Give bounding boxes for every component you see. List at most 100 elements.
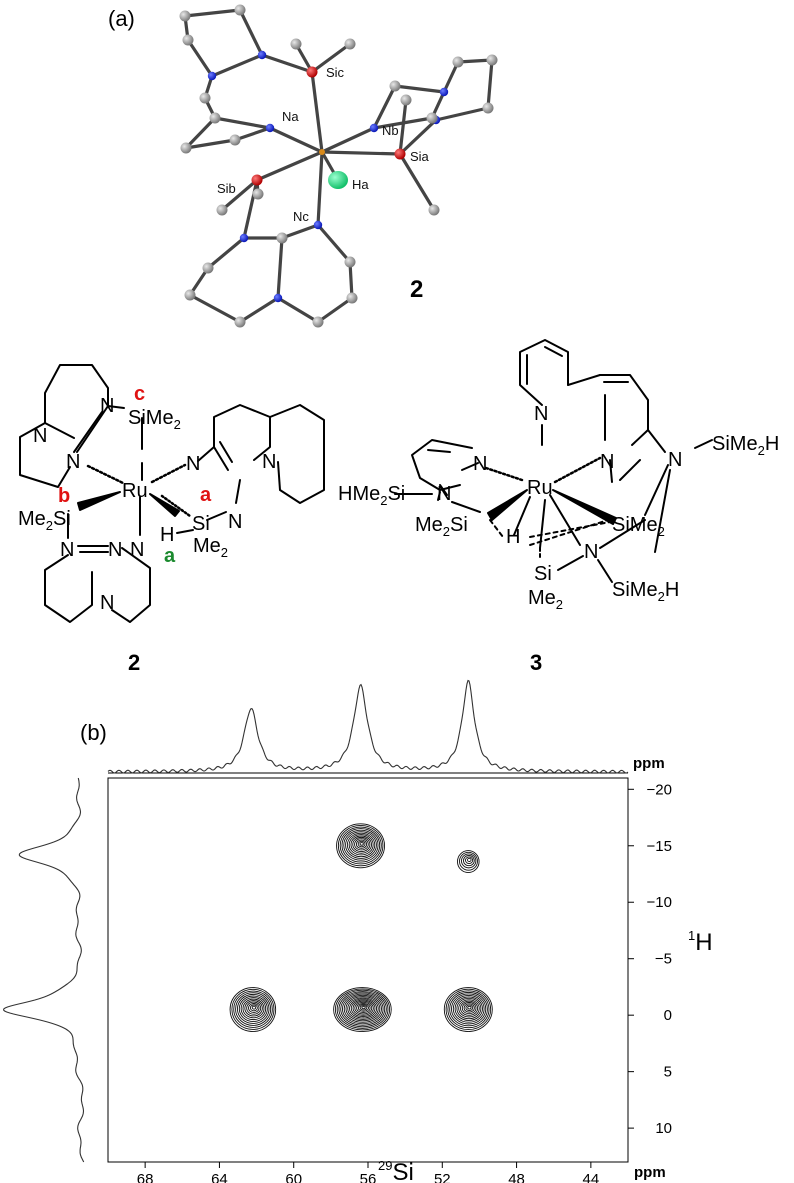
s2-site-a-h: a <box>164 545 176 567</box>
contour-line <box>355 839 368 849</box>
atom-label-nc: Nc <box>293 209 309 224</box>
contour-line <box>235 992 272 1026</box>
crystal-bond-38 <box>372 116 434 130</box>
contour-line <box>451 993 487 1025</box>
contour-line <box>465 1004 474 1012</box>
contour-line <box>238 995 268 1022</box>
contour-line <box>461 1002 477 1015</box>
compound-number-3: 3 <box>530 650 542 675</box>
atom-na <box>265 123 275 133</box>
atom-n2 <box>207 71 217 81</box>
s2-n-5: N <box>262 451 276 473</box>
atom-n3 <box>439 87 449 97</box>
atom-nb <box>369 123 379 133</box>
s3-n-bottom: N <box>584 541 598 563</box>
panel-a-label: (a) <box>108 6 135 31</box>
atom-c20 <box>400 94 412 106</box>
atom-label-sib: Sib <box>217 181 236 196</box>
y-tick-label: 0 <box>664 1007 672 1024</box>
atom-c8 <box>290 38 302 50</box>
contour-line <box>458 999 480 1018</box>
structure-3 <box>394 339 713 583</box>
crystal-bond-37 <box>398 118 438 156</box>
s2-n-4: N <box>186 453 200 475</box>
s2-h-a: H <box>160 524 174 546</box>
contour-line <box>454 996 483 1021</box>
s2-site-a-si: a <box>200 484 212 506</box>
s2-n-10: N <box>100 592 114 614</box>
x-axis-label: 29Si <box>378 1158 414 1183</box>
cross-peaks <box>229 823 493 1032</box>
atom-c2 <box>234 4 246 16</box>
cross-peak-2 <box>457 850 480 874</box>
contour-line <box>465 856 474 864</box>
contour-line <box>461 853 477 869</box>
crystal-bond-3 <box>268 126 324 154</box>
x-tick-label: 44 <box>583 1171 600 1183</box>
crystal-bond-36 <box>398 98 408 156</box>
s3-sime2-right: SiMe2 <box>612 514 665 539</box>
contour-line <box>456 997 482 1020</box>
s3-ru: Ru <box>527 477 553 499</box>
contour-line <box>452 994 485 1023</box>
contour-line <box>357 1004 369 1012</box>
atom-sib <box>251 174 263 186</box>
contour-line <box>359 1005 368 1011</box>
crystal-bond-0 <box>310 70 324 154</box>
s3-sime2h-top: SiMe2H <box>712 433 779 458</box>
atom-c14 <box>234 316 246 328</box>
s3-n-right: N <box>668 449 682 471</box>
atom-c10 <box>252 188 264 200</box>
atom-c18 <box>276 232 288 244</box>
contour-line <box>352 1000 374 1016</box>
y-tick-label: −10 <box>647 894 672 911</box>
y-tick-label: −15 <box>647 838 672 855</box>
atom-ha <box>328 171 348 189</box>
cross-peak-5 <box>443 987 493 1032</box>
crystal-bond-40 <box>442 60 460 94</box>
atom-n6 <box>273 293 283 303</box>
contour-line <box>350 835 372 854</box>
contour-line <box>248 1003 260 1013</box>
s2-ru: Ru <box>122 480 148 502</box>
y-tick-label: −20 <box>647 781 672 798</box>
s2-si-a: Si <box>192 513 210 535</box>
atom-c7 <box>180 142 192 154</box>
contour-line <box>336 989 389 1029</box>
contour-line <box>244 1000 263 1017</box>
contour-line <box>467 1005 472 1010</box>
crystal-bond-17 <box>213 116 272 130</box>
contour-line <box>246 1001 262 1015</box>
contour-line <box>339 826 382 865</box>
s3-n-left: N <box>473 453 487 475</box>
x-tick-label: 60 <box>285 1171 302 1183</box>
crystal-bond-43 <box>434 106 490 122</box>
s2-n-1: N <box>33 425 47 447</box>
atom-label-nb: Nb <box>382 123 399 138</box>
contour-line <box>460 1000 479 1016</box>
contour-line <box>337 824 384 867</box>
atom-c24 <box>452 56 464 68</box>
contour-line <box>445 988 492 1031</box>
contour-line <box>229 987 277 1032</box>
x-tick-label: 64 <box>211 1171 228 1183</box>
s2-n-3: N <box>66 451 80 473</box>
contour-line <box>447 990 490 1029</box>
s2-me2-a: Me2 <box>193 535 228 560</box>
contour-line <box>242 998 265 1019</box>
contour-line <box>236 993 270 1024</box>
s2-site-b: b <box>58 485 70 507</box>
compound-number-2-crystal: 2 <box>410 276 423 303</box>
contour-line <box>352 836 371 853</box>
s2-n-9: N <box>130 539 144 561</box>
contour-line <box>356 1002 371 1014</box>
crystal-bond-5 <box>316 150 324 227</box>
contour-line <box>359 842 364 846</box>
y-axis-label: 1H <box>688 928 713 956</box>
contour-line <box>350 999 376 1018</box>
atom-sia <box>394 148 406 160</box>
crystal-bond-2 <box>255 150 324 182</box>
contour-line <box>231 988 275 1030</box>
